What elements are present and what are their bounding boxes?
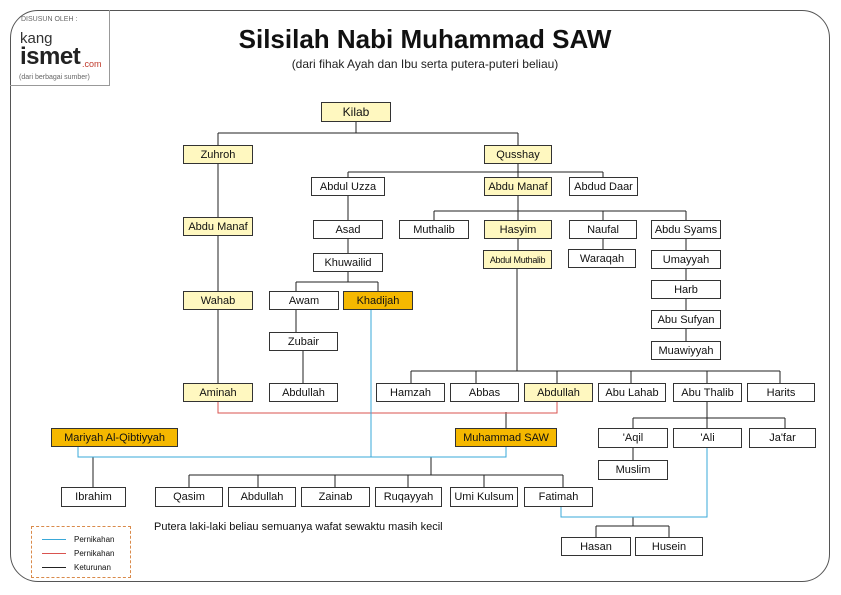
credit-box: DISUSUN OLEH : kang ismet .com (dari ber… <box>10 10 110 86</box>
line-kilab-children <box>217 122 519 145</box>
node-abdullah-father: Abdullah <box>524 383 593 402</box>
node-kilab: Kilab <box>321 102 391 122</box>
node-zubair: Zubair <box>269 332 338 351</box>
logo-com: .com <box>82 59 102 69</box>
node-zainab: Zainab <box>301 487 370 507</box>
node-hamzah: Hamzah <box>376 383 445 402</box>
logo-ismet: ismet <box>20 43 81 70</box>
line-awam-chain <box>295 310 304 383</box>
node-fatimah: Fatimah <box>524 487 593 507</box>
node-ibrahim: Ibrahim <box>61 487 126 507</box>
legend-swatch-blue <box>42 538 66 540</box>
node-ali: 'Ali <box>673 428 742 448</box>
node-umi-kulsum: Umi Kulsum <box>450 487 518 507</box>
node-abu-thalib: Abu Thalib <box>673 383 742 402</box>
legend-label: Pernikahan <box>74 548 115 558</box>
node-abdu-manaf-qusshay: Abdu Manaf <box>484 177 552 196</box>
credit-note: (dari berbagai sumber) <box>19 74 90 81</box>
line-qusshay-children <box>347 164 604 177</box>
node-muhammad: Muhammad SAW <box>455 428 557 447</box>
node-khadijah: Khadijah <box>343 291 413 310</box>
node-muslim: Muslim <box>598 460 668 480</box>
line-khuwailid-children <box>295 272 379 291</box>
line-abdu-manaf-children <box>433 196 687 220</box>
node-naufal: Naufal <box>569 220 637 239</box>
node-abdud-daar: Abdud Daar <box>569 177 638 196</box>
node-waraqah: Waraqah <box>568 249 636 268</box>
node-muawiyyah: Muawiyyah <box>651 341 721 360</box>
page-title: Silsilah Nabi Muhammad SAW <box>238 24 612 54</box>
node-hasyim: Hasyim <box>484 220 552 239</box>
line-children-muhammad <box>188 457 564 487</box>
node-harits: Harits <box>747 383 815 402</box>
node-abdul-uzza: Abdul Uzza <box>311 177 385 196</box>
node-husein: Husein <box>635 537 703 556</box>
node-ruqayyah: Ruqayyah <box>375 487 442 507</box>
legend: Pernikahan Pernikahan Keturunan <box>31 526 131 578</box>
node-abbas: Abbas <box>450 383 519 402</box>
node-wahab: Wahab <box>183 291 253 310</box>
node-qusshay: Qusshay <box>484 145 552 164</box>
node-abu-sufyan: Abu Sufyan <box>651 310 721 329</box>
legend-label: Pernikahan <box>74 534 115 544</box>
node-aqil: 'Aqil <box>598 428 668 448</box>
legend-item-marriage-red: Pernikahan <box>42 547 114 559</box>
node-abdullah-zubair: Abdullah <box>269 383 338 402</box>
node-qasim: Qasim <box>155 487 223 507</box>
node-khuwailid: Khuwailid <box>313 253 383 272</box>
legend-swatch-black <box>42 566 66 568</box>
line-marriage-mariyah <box>77 447 507 458</box>
node-zuhroh: Zuhroh <box>183 145 253 164</box>
node-hasan: Hasan <box>561 537 631 556</box>
logo-kang: kang <box>20 30 53 47</box>
node-aminah: Aminah <box>183 383 253 402</box>
page-subtitle: (dari fihak Ayah dan Ibu serta putera-pu… <box>291 57 559 71</box>
line-marriage-red <box>217 402 558 414</box>
node-awam: Awam <box>269 291 339 310</box>
node-abu-lahab: Abu Lahab <box>598 383 666 402</box>
node-umayyah: Umayyah <box>651 250 721 269</box>
line-marriage-ali <box>560 448 708 518</box>
legend-item-marriage-blue: Pernikahan <box>42 533 114 545</box>
line-fatimah-children <box>595 517 670 537</box>
node-asad: Asad <box>313 220 383 239</box>
legend-item-descent: Keturunan <box>42 561 111 573</box>
page-frame <box>10 10 830 582</box>
node-muthalib: Muthalib <box>399 220 469 239</box>
line-abu-thalib-children <box>632 402 786 428</box>
node-mariyah: Mariyah Al-Qibtiyyah <box>51 428 178 447</box>
node-abdul-muthalib: Abdul Muthalib <box>483 250 552 269</box>
legend-label: Keturunan <box>74 562 111 572</box>
node-jafar: Ja'far <box>749 428 816 448</box>
node-abdu-syams: Abdu Syams <box>651 220 721 239</box>
legend-swatch-red <box>42 552 66 554</box>
node-abdu-manaf-zuhroh: Abdu Manaf <box>183 217 253 236</box>
credit-label: DISUSUN OLEH : <box>21 16 78 23</box>
line-abdul-muthalib-children <box>410 269 781 383</box>
footnote: Putera laki-laki beliau semuanya wafat s… <box>154 521 443 533</box>
node-abdullah-child: Abdullah <box>228 487 296 507</box>
node-harb: Harb <box>651 280 721 299</box>
